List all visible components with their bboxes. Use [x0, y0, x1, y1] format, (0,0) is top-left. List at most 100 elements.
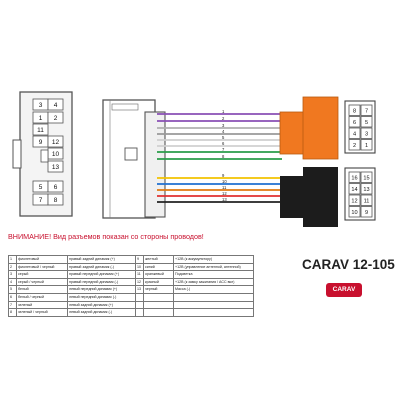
pin-label: 10 — [52, 151, 60, 158]
table-cell — [135, 300, 144, 310]
pin-label: 12 — [351, 198, 357, 204]
wire-number: 7 — [222, 147, 225, 152]
pin-cell — [360, 183, 373, 195]
table-cell: 13 — [135, 285, 144, 294]
wire-number: 8 — [222, 154, 225, 159]
iso-plug-power — [280, 167, 338, 227]
connector-side-view — [102, 99, 166, 219]
black-plug-body — [303, 167, 338, 227]
car-connector-tab — [12, 139, 22, 169]
pin-label: 16 — [351, 175, 357, 181]
table-cell: +12В (к замку зажигания / ACC вкл) — [173, 277, 254, 287]
pin-cell — [47, 111, 64, 124]
table-cell — [143, 308, 174, 317]
pin-label: 14 — [351, 187, 357, 193]
table-cell: красный — [143, 277, 174, 287]
table-cell: 7 — [8, 300, 17, 310]
table-cell: зеленый / черный — [16, 308, 68, 317]
table-cell: желтый — [143, 255, 174, 264]
pin-cell — [360, 139, 373, 151]
table-cell: 3 — [8, 270, 17, 279]
pin-label: 9 — [365, 210, 368, 216]
pin-label: 13 — [363, 187, 369, 193]
pin-cell — [47, 98, 64, 111]
wire-number: 10 — [222, 179, 227, 184]
pin-label: 9 — [39, 139, 43, 146]
table-cell — [173, 292, 254, 302]
pin-label: 4 — [353, 131, 356, 137]
table-cell: 2 — [8, 262, 17, 272]
pin-cell — [360, 171, 373, 183]
iso-plug-speakers — [279, 96, 339, 160]
wire-number: 11 — [222, 185, 227, 190]
pin-label: 7 — [365, 108, 368, 114]
pin-cell — [47, 160, 64, 173]
table-cell: оранжевый — [143, 270, 174, 279]
pin-label: 1 — [365, 143, 368, 149]
table-cell: правый передний динамик (+) — [67, 270, 136, 279]
model-code: CARAV 12-105 — [302, 257, 395, 272]
pin-label: 3 — [39, 102, 43, 109]
wire-number: 4 — [222, 129, 225, 134]
table-cell: 4 — [8, 277, 17, 287]
table-cell: левый передний динамик (+) — [67, 285, 136, 294]
wire-number: 13 — [222, 197, 227, 202]
table-cell — [135, 308, 144, 317]
pin-cell — [47, 180, 64, 193]
pin-cell — [348, 104, 361, 116]
table-cell: Подсветка — [173, 270, 254, 279]
pin-cell — [360, 104, 373, 116]
table-cell — [135, 292, 144, 302]
table-cell: Масса (-) — [173, 285, 254, 294]
pin-label: 3 — [365, 131, 368, 137]
table-cell: правый задний динамик (-) — [67, 262, 136, 272]
pin-cell — [47, 193, 64, 206]
pin-cell — [360, 127, 373, 139]
pin-label: 5 — [365, 120, 368, 126]
table-cell: зеленый — [16, 300, 68, 310]
table-cell — [143, 300, 174, 310]
table-cell: +12В (к аккумулятору) — [173, 255, 254, 264]
table-cell: 8 — [8, 308, 17, 317]
table-cell — [143, 292, 174, 302]
pin-label: 1 — [39, 115, 43, 122]
wire-number: 12 — [222, 191, 227, 196]
table-cell: левый задний динамик (-) — [67, 308, 136, 317]
wire-number: 2 — [222, 116, 225, 121]
wire-number: 3 — [222, 123, 225, 128]
table-cell: левый задний динамик (+) — [67, 300, 136, 310]
wire-number: 6 — [222, 141, 225, 146]
table-cell: 10 — [135, 262, 144, 272]
table-cell: фиолетовый / черный — [16, 262, 68, 272]
pin-cell — [47, 135, 64, 148]
pin-label: 15 — [363, 175, 369, 181]
pin-cell — [32, 123, 49, 136]
pin-label: 11 — [364, 198, 370, 204]
warning-text: ВНИМАНИЕ! Вид разъемов показан со сторон… — [8, 232, 204, 241]
table-cell: серый / черный — [16, 277, 68, 287]
table-cell: 6 — [8, 292, 17, 302]
pin-cell — [348, 127, 361, 139]
table-cell: 5 — [8, 285, 17, 294]
side-view-latch — [124, 147, 138, 161]
pin-label: 2 — [54, 115, 58, 122]
pin-label: 5 — [39, 184, 43, 191]
pin-label: 4 — [54, 102, 58, 109]
side-view-slot — [111, 103, 139, 111]
table-cell: черный — [143, 285, 174, 294]
pin-cell — [348, 171, 361, 183]
table-cell: белый — [16, 285, 68, 294]
pin-label: 8 — [54, 197, 58, 204]
